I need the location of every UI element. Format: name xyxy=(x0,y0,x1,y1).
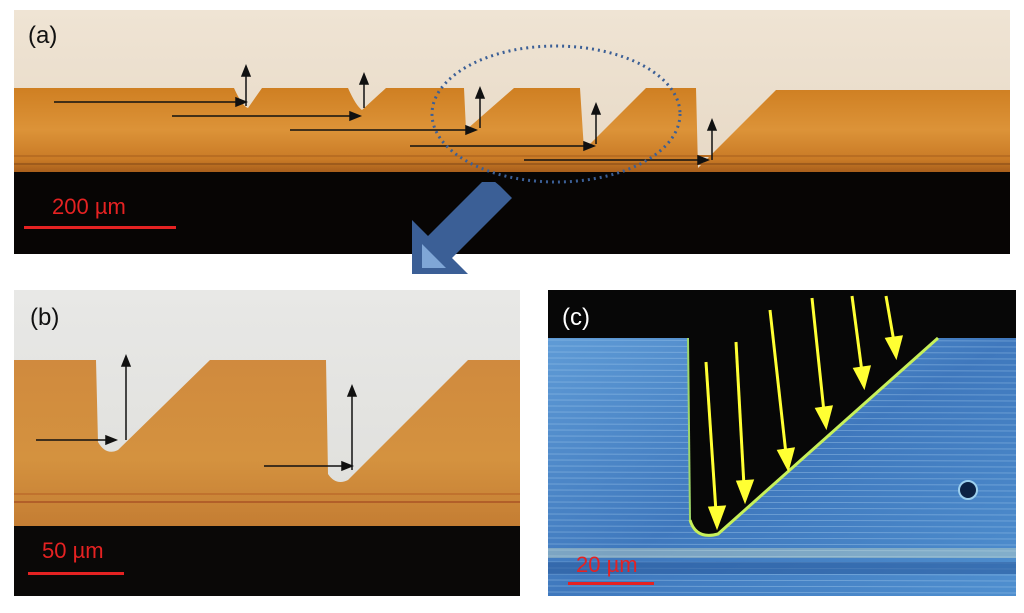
stress-arrows xyxy=(704,295,904,531)
panel-a-scale-bar xyxy=(24,226,176,229)
crack-direction-arrows xyxy=(36,434,355,472)
growth-direction-arrows xyxy=(120,353,358,470)
panel-a-scale-label: 200 µm xyxy=(52,194,126,219)
panel-c-scale-label: 20 µm xyxy=(576,552,638,577)
growth-direction-arrows xyxy=(240,63,718,160)
panel-c-micrograph xyxy=(548,290,1016,596)
panel-a-label: (a) xyxy=(28,22,58,49)
panel-b-micrograph xyxy=(14,290,520,596)
panel-c-scale-bar xyxy=(568,582,654,585)
copper-film xyxy=(14,88,1010,172)
panel-b-scale-bar xyxy=(28,572,124,575)
panel-a: (a) 200 µm xyxy=(14,10,1010,254)
panel-b-scale-label: 50 µm xyxy=(42,538,104,563)
crack-direction-arrows xyxy=(54,96,711,166)
panel-b-label: (b) xyxy=(30,304,60,331)
panel-c: (c) 20 µm xyxy=(548,290,1016,596)
panel-c-label: (c) xyxy=(562,304,590,331)
zoom-arrow-icon xyxy=(412,182,512,274)
panel-a-micrograph xyxy=(14,10,1010,254)
panel-b: (b) 50 µm xyxy=(14,290,520,596)
zoom-region-ellipse xyxy=(430,44,682,184)
copper-film xyxy=(14,360,520,526)
